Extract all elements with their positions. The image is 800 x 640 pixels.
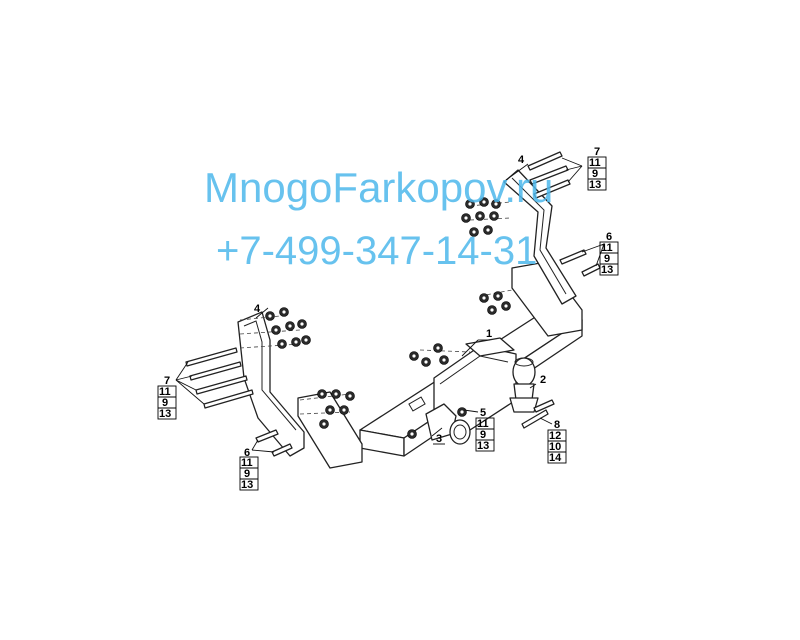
left-mounting-bracket	[237, 311, 305, 457]
callout-7-left: 7	[164, 375, 170, 387]
right-mounting-bracket	[503, 169, 577, 305]
callout-1: 1	[486, 328, 492, 340]
stack-item: 9	[162, 397, 168, 409]
stack-item: 14	[549, 452, 562, 464]
callout-3: 3	[436, 433, 442, 445]
stack-item: 13	[601, 264, 613, 276]
nuts-left-cluster	[265, 307, 311, 349]
nuts-right-cluster	[461, 197, 501, 237]
stack-5: 11 9 13	[475, 417, 495, 452]
stack-item: 9	[604, 253, 610, 265]
callout-5: 5	[480, 407, 486, 419]
stack-item: 13	[477, 440, 489, 452]
callout-6-right: 6	[606, 231, 612, 243]
nuts-center	[407, 343, 467, 439]
nuts-right-lower	[479, 291, 511, 315]
stack-item: 11	[601, 242, 613, 254]
callout-labels: 1 2 3 4 4 5 6 6 7 7 8	[164, 146, 612, 459]
callout-8: 8	[554, 419, 560, 431]
stack-item: 12	[549, 430, 561, 442]
stack-6-left: 11 9 13	[239, 456, 259, 491]
stack-item: 9	[244, 468, 250, 480]
stack-7-right: 11 9 13	[587, 156, 607, 191]
socket-holder	[425, 403, 471, 445]
bolts-right-long	[527, 151, 571, 199]
watermark: MnogoFarkopov.ru +7-499-347-14-31	[204, 164, 553, 273]
stack-7-left: 11 9 13	[157, 385, 177, 420]
stack-item: 9	[480, 429, 486, 441]
bolts-short	[255, 249, 601, 457]
tow-ball	[509, 357, 539, 413]
stack-item: 13	[159, 408, 171, 420]
stack-item: 13	[589, 179, 601, 191]
stack-item: 11	[241, 457, 253, 469]
stack-item: 10	[549, 441, 561, 453]
bolts-left-long	[185, 347, 254, 409]
stack-item: 11	[477, 418, 489, 430]
stack-item: 11	[589, 157, 601, 169]
stack-item: 9	[592, 168, 598, 180]
callout-4-right: 4	[518, 154, 525, 166]
leader-lines	[175, 157, 605, 453]
stack-8: 12 10 14	[547, 429, 567, 464]
watermark-phone: +7-499-347-14-31	[216, 229, 537, 273]
nuts-center-left	[317, 389, 355, 429]
watermark-site: MnogoFarkopov.ru	[204, 164, 553, 211]
callout-7-right: 7	[594, 146, 600, 158]
callout-6-left: 6	[244, 447, 250, 459]
stack-item: 11	[159, 386, 171, 398]
stack-6-right: 11 9 13	[599, 241, 619, 276]
callout-4-left: 4	[254, 303, 261, 315]
callout-2: 2	[540, 374, 546, 386]
stack-item: 13	[241, 479, 253, 491]
